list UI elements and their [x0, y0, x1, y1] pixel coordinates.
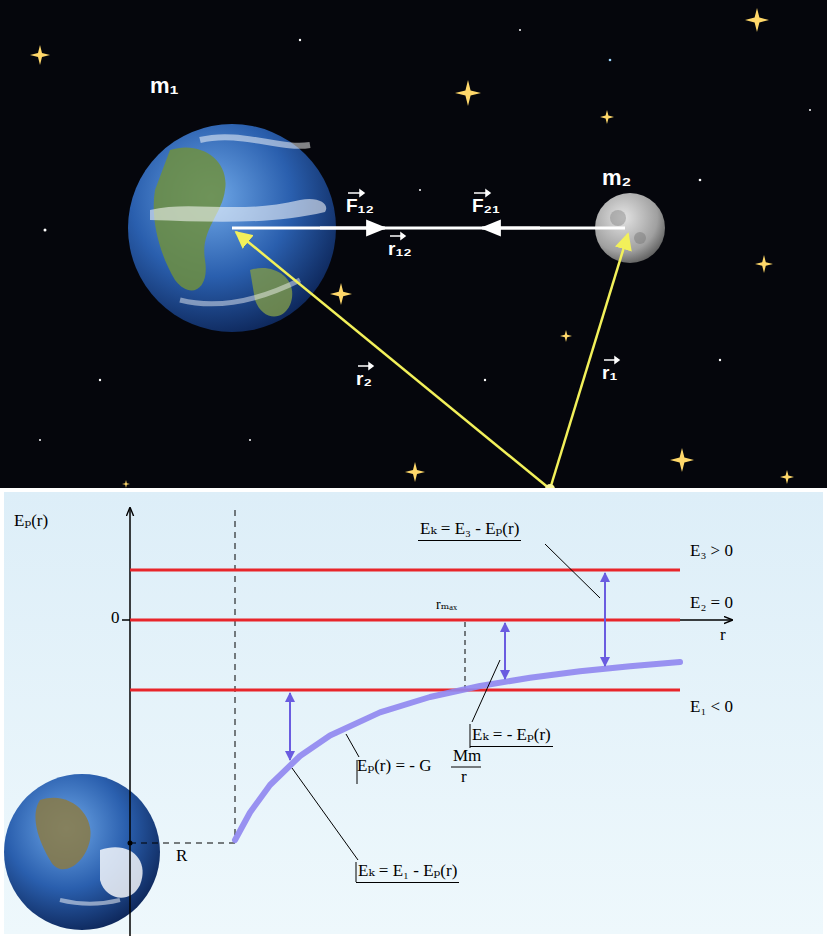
axis-tick: 0 — [111, 609, 120, 628]
vector-label: r₂ — [356, 369, 372, 390]
axes — [122, 508, 732, 936]
level-label: E₂ = 0 — [690, 594, 733, 613]
radius-label: R — [176, 847, 187, 866]
vector-label: r₁ — [602, 363, 617, 384]
formula-label: Eₖ = E₁ - Eₚ(r) — [356, 862, 459, 883]
graph-panel — [4, 492, 823, 934]
leader-lines — [292, 544, 600, 882]
formula-label: Eₖ = - Eₚ(r) — [470, 726, 553, 747]
vector-label: r₁₂ — [388, 239, 412, 260]
level-label: E₁ < 0 — [690, 698, 733, 717]
formula-label: Eₚ(r) = - G — [357, 757, 431, 776]
formula-part: Mm — [453, 747, 481, 766]
axis-label: Eₚ(r) — [14, 512, 48, 531]
axis-label: r — [720, 626, 726, 645]
mass-label: m₂ — [602, 166, 631, 190]
formula-part: r — [461, 768, 467, 787]
potential-curve — [235, 662, 680, 840]
space-ground — [0, 0, 827, 488]
force-label: F₁₂ — [346, 196, 374, 217]
level-label: E₃ > 0 — [690, 542, 733, 561]
kinetic-arrows — [290, 573, 605, 760]
force-label: F₂₁ — [472, 196, 500, 217]
stars — [30, 8, 811, 488]
earth-small-picture — [4, 774, 160, 930]
formula-label: Eₖ = E₃ - Eₚ(r) — [418, 520, 521, 541]
distance-label: rₘₐₓ — [436, 597, 457, 612]
vectors — [232, 190, 628, 494]
mass-label: m₁ — [150, 74, 179, 98]
